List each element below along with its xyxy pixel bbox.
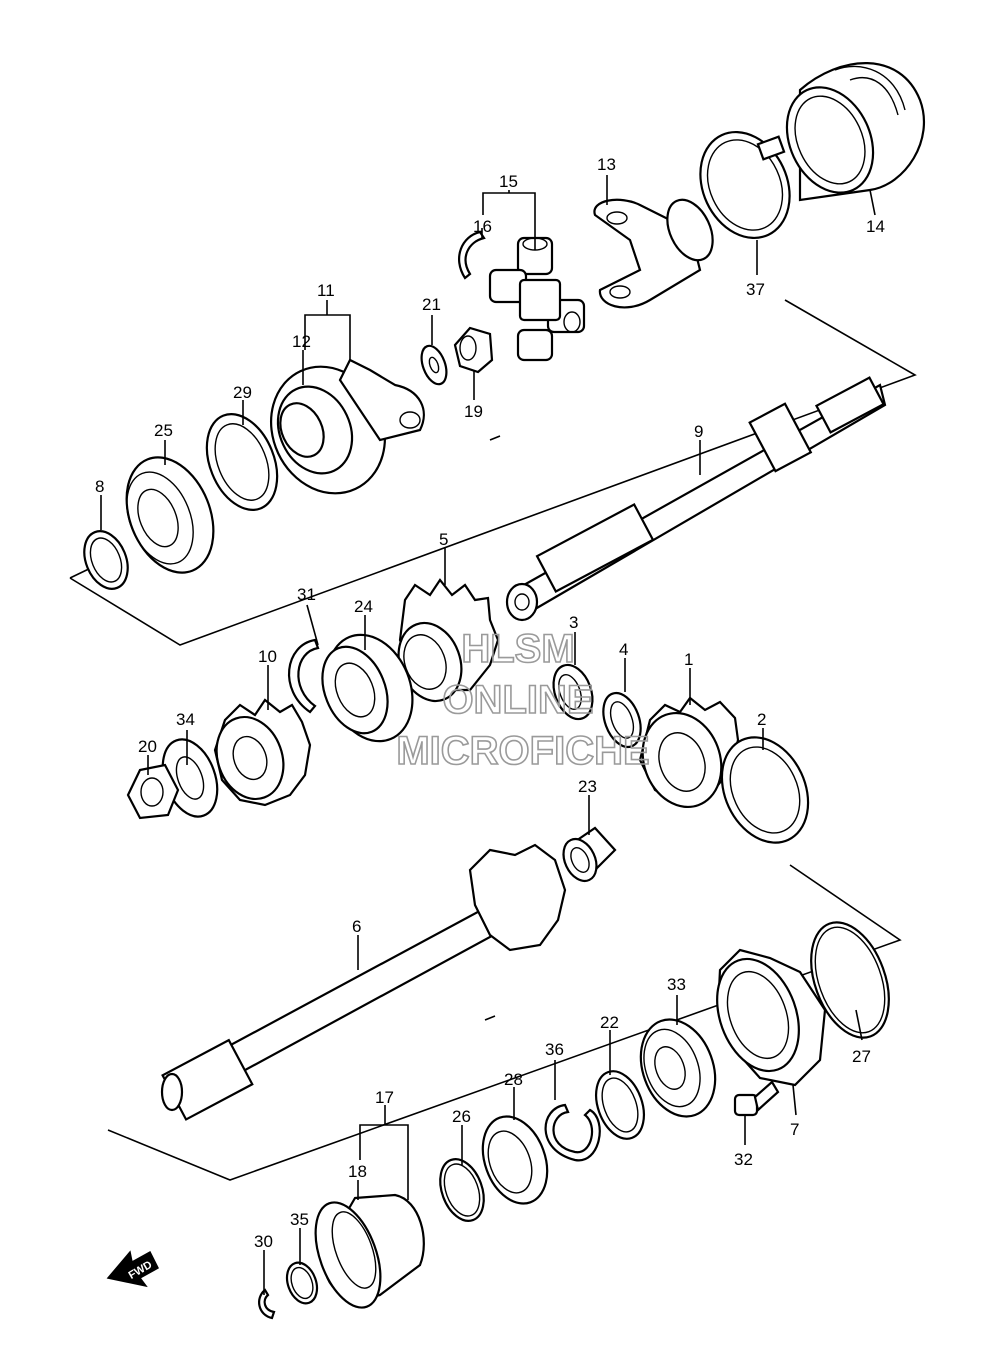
part-oil-seal-28 [481,1115,549,1205]
watermark: HLSM ONLINE MICROFICHE [396,626,651,774]
part-shim-8 [83,530,129,590]
callout-31: 31 [297,585,316,604]
callout-25: 25 [154,421,173,440]
callout-20: 20 [138,737,157,756]
part-circlip-35 [285,1261,319,1305]
part-yoke [593,198,714,309]
part-bearing-33 [639,1018,717,1118]
part-bearing-24 [321,633,414,743]
part-flange-yoke [269,358,425,495]
part-output-shaft [160,843,567,1121]
leader-lines [100,175,876,1295]
upper-group-frame [69,299,917,646]
callout-9: 9 [694,422,703,441]
part-shim-22 [595,1070,645,1140]
callout-1: 1 [684,650,693,669]
part-bevel-gear-1 [638,696,740,809]
callout-21: 21 [422,295,441,314]
part-o-ring-27 [810,921,890,1039]
part-o-ring-26 [439,1158,485,1222]
callout-22: 22 [600,1013,619,1032]
part-nut-20 [126,763,180,820]
callout-18: 18 [348,1162,367,1181]
part-main-shaft [505,376,887,622]
part-pinion-gear-10 [213,698,312,807]
callout-24: 24 [354,597,373,616]
part-circlip-30 [258,1288,276,1320]
part-shim-4 [602,691,642,749]
callout-15: 15 [499,172,518,191]
lower-group-frame [107,864,902,1181]
callout-30: 30 [254,1232,273,1251]
part-bolt-32 [733,1080,780,1117]
part-circlip-36 [544,1103,601,1162]
part-washer-21 [420,344,448,386]
callout-19: 19 [464,402,483,421]
part-circlip-16 [458,230,486,280]
callout-11: 11 [317,281,335,300]
callout-23: 23 [578,777,597,796]
part-needle-bearing-3 [552,663,594,721]
callout-13: 13 [597,155,616,174]
callout-16: 16 [473,217,492,236]
callout-7: 7 [790,1120,799,1139]
callout-27: 27 [852,1047,871,1066]
part-clamp [699,130,791,240]
callout-3: 3 [569,613,578,632]
callout-37: 37 [746,280,765,299]
part-boot [785,62,926,202]
callout-26: 26 [452,1107,471,1126]
watermark-line-1: HLSM [461,627,574,671]
watermark-line-2: ONLINE [442,678,593,722]
callout-35: 35 [290,1210,309,1229]
watermark-line-3: MICROFICHE [396,729,649,773]
callout-29: 29 [233,383,252,402]
callout-10: 10 [258,647,277,666]
callout-36: 36 [545,1040,564,1059]
part-needle-bearing-23 [562,826,617,883]
callout-5: 5 [439,530,448,549]
fwd-arrow-icon [106,1250,159,1288]
callout-33: 33 [667,975,686,994]
part-oil-seal-29 [205,413,279,511]
callout-17: 17 [375,1088,394,1107]
part-nut-19 [453,326,494,374]
part-cover-17 [314,1193,425,1309]
fwd-arrow: FWD [106,1250,159,1288]
part-bearing-housing-7 [716,948,827,1087]
callout-14: 14 [866,217,885,236]
part-bearing-25 [125,456,215,574]
callout-34: 34 [176,710,195,729]
callout-labels: 1 2 3 4 5 6 7 8 9 10 11 12 13 14 15 16 1… [95,155,885,1251]
callout-4: 4 [619,640,628,659]
callout-8: 8 [95,477,104,496]
callout-6: 6 [352,917,361,936]
callout-12: 12 [292,332,311,351]
callout-2: 2 [757,710,766,729]
callout-32: 32 [734,1150,753,1169]
part-circlip-31 [287,638,320,714]
callout-28: 28 [504,1070,523,1089]
part-universal-joint [488,236,586,362]
part-thrust-washer-2 [720,736,810,844]
